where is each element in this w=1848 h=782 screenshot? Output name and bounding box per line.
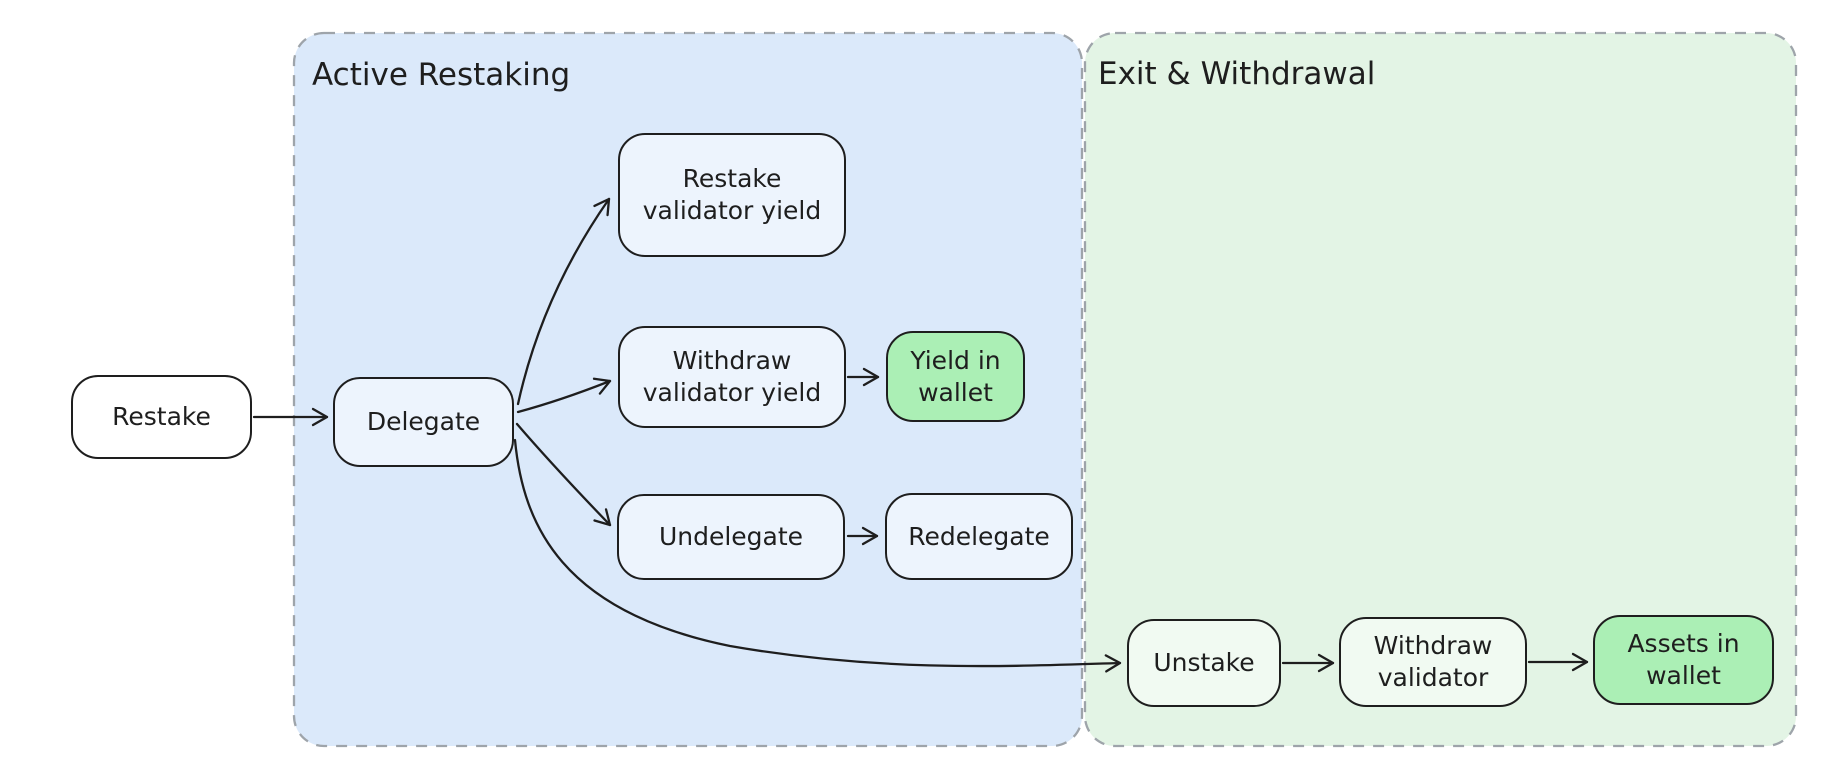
node-delegate: Delegate xyxy=(333,377,514,467)
node-withdraw-validator-yield: Withdraw validator yield xyxy=(618,326,846,428)
region-label-exit-withdrawal: Exit & Withdrawal xyxy=(1098,56,1376,92)
node-withdraw-validator: Withdraw validator xyxy=(1339,617,1527,707)
node-restake: Restake xyxy=(71,375,252,459)
edge-delegate-withdraw-validator-yield xyxy=(516,377,612,414)
node-assets-in-wallet: Assets in wallet xyxy=(1593,615,1774,705)
node-redelegate: Redelegate xyxy=(885,493,1073,580)
node-unstake: Unstake xyxy=(1127,619,1281,707)
edge-delegate-undelegate xyxy=(515,422,612,527)
node-undelegate: Undelegate xyxy=(617,494,845,580)
node-yield-in-wallet: Yield in wallet xyxy=(886,331,1025,422)
region-label-active-restaking: Active Restaking xyxy=(312,57,571,93)
edge-delegate-restake-validator-yield xyxy=(516,197,611,406)
region-exit-withdrawal xyxy=(1083,31,1798,748)
edge-delegate-unstake xyxy=(513,438,1122,673)
node-restake-validator-yield: Restake validator yield xyxy=(618,133,846,257)
